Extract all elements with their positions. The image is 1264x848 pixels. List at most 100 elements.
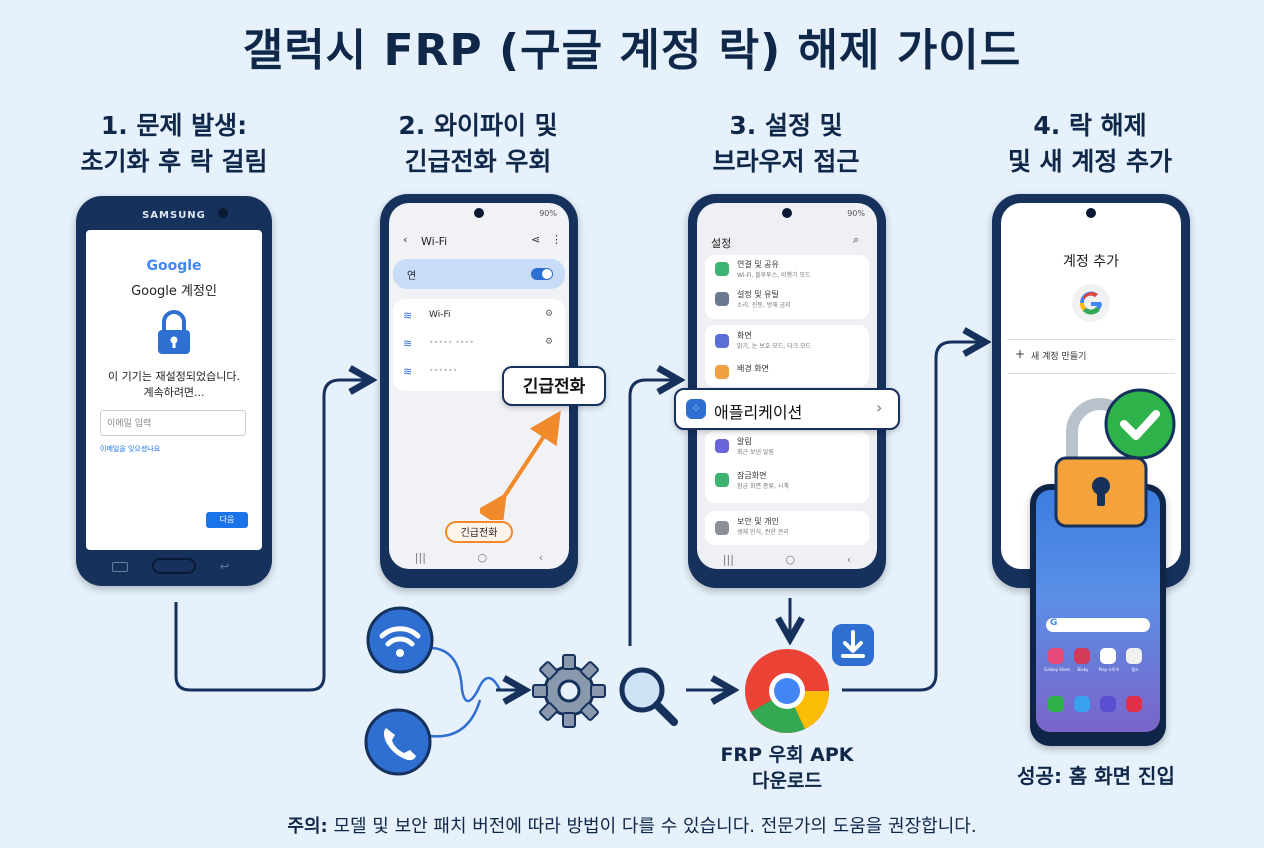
network-2[interactable]: ••••• ••••: [429, 338, 475, 347]
settings-row-label[interactable]: 보안 및 개인: [737, 517, 779, 526]
phone-3-screen: 90% 설정 ⌕ 연결 및 공유 Wi-Fi, 블루투스, 비행기 모드 설정 …: [697, 203, 877, 569]
create-account-item[interactable]: 새 계정 만들기: [1031, 352, 1087, 362]
network-1-settings-icon[interactable]: ⚙: [545, 309, 554, 319]
wave-phone: [429, 699, 482, 738]
internet-app-icon[interactable]: [1100, 696, 1116, 712]
caution-prefix: 주의:: [287, 816, 328, 837]
more-icon[interactable]: ⋮: [551, 233, 562, 246]
network-1[interactable]: Wi-Fi: [429, 310, 451, 320]
settings-group-3: 알림 최근 보낸 알림 잠금화면 잠금 화면 종류, 시계: [705, 431, 869, 503]
settings-row-sub: 잠금 화면 종류, 시계: [737, 483, 789, 490]
back-chevron-icon[interactable]: ‹: [403, 233, 408, 246]
settings-row-label[interactable]: 연결 및 공유: [737, 260, 779, 269]
security-icon: [715, 521, 729, 535]
samsung-brand: SAMSUNG: [142, 210, 206, 221]
settings-row-label[interactable]: 알림: [737, 437, 752, 446]
wifi-signal-icon: ≋: [403, 337, 413, 350]
back-icon[interactable]: ‹: [846, 552, 852, 566]
search-bar[interactable]: G: [1046, 618, 1150, 632]
next-button[interactable]: 다음: [206, 512, 248, 528]
settings-row-sub: 소리, 진동, 방해 금지: [737, 302, 791, 309]
app-label: 앱스: [1131, 667, 1139, 672]
recent-apps-icon[interactable]: |||: [722, 552, 734, 566]
app-label: Play 스토어: [1098, 667, 1120, 672]
network-2-settings-icon[interactable]: ⚙: [545, 337, 554, 347]
home-icon[interactable]: ○: [785, 552, 796, 566]
connector-3-4: [842, 342, 982, 692]
galaxy-store-icon[interactable]: [1048, 648, 1064, 664]
settings-row-label[interactable]: 설정 및 유틸: [737, 290, 779, 299]
camera-icon: [1086, 208, 1096, 218]
wifi-toggle-row[interactable]: 연: [393, 259, 565, 289]
phone-1-screen: Google Google 계정인 이 기기는 재설정되었습니다. 계속하려면.…: [86, 230, 262, 550]
status-battery: 90%: [847, 209, 865, 218]
reset-message: 이 기기는 재설정되었습니다. 계속하려면...: [86, 368, 262, 400]
bixby-icon[interactable]: [1074, 648, 1090, 664]
signin-heading: Google 계정인: [131, 284, 217, 299]
nav-bar: ||| ○ ‹: [389, 545, 569, 569]
apk-download-line1: FRP 우회 APK: [720, 744, 854, 766]
home-screen: G Galaxy Store Bixby Play 스토어 앱스: [1036, 490, 1160, 732]
phone-app-icon[interactable]: [1048, 696, 1064, 712]
settings-group-2: 화면 밝기, 눈 보호 모드, 다크 모드 배경 화면: [705, 325, 869, 387]
search-icon[interactable]: ⌕: [853, 233, 860, 246]
app-label: Galaxy Store: [1044, 667, 1070, 672]
wave-wifi: [431, 646, 502, 703]
wifi-icon: [366, 606, 434, 674]
app-label: Bixby: [1077, 667, 1089, 672]
apps-folder-icon[interactable]: [1126, 648, 1142, 664]
home-button[interactable]: [152, 558, 196, 574]
wifi-toggle-switch[interactable]: [531, 268, 553, 280]
settings-row-sub: 생체 인식, 권한 관리: [737, 529, 789, 536]
settings-row-label[interactable]: 배경 화면: [737, 364, 769, 373]
camera-app-icon[interactable]: [1126, 696, 1142, 712]
step-3-title-line2: 브라우저 접근: [712, 147, 860, 176]
step-2-title: 2. 와이파이 및 긴급전화 우회: [338, 108, 618, 180]
google-g-icon: [1072, 284, 1110, 322]
sound-icon: [715, 292, 729, 306]
email-field[interactable]: 이메일 입력: [100, 410, 246, 436]
step-2-title-line1: 2. 와이파이 및: [398, 111, 558, 140]
lock-icon: [158, 310, 190, 354]
wifi-toggle-label: 연: [407, 271, 417, 282]
home-icon[interactable]: ○: [477, 550, 488, 564]
google-search-icon: G: [1050, 618, 1058, 628]
recent-apps-key[interactable]: [112, 562, 128, 572]
play-store-icon[interactable]: [1100, 648, 1116, 664]
add-account-header: 계정 추가: [1063, 254, 1119, 270]
emergency-call-button[interactable]: 긴급전화: [445, 521, 513, 543]
wifi-network-list: ≋ Wi-Fi ⚙ ≋ ••••• •••• ⚙ ≋ ••••••: [393, 299, 565, 391]
applications-label: 애플리케이션: [714, 403, 803, 422]
recent-apps-icon[interactable]: |||: [414, 550, 426, 564]
connector-2-3: [628, 380, 676, 646]
camera-icon: [218, 208, 228, 218]
settings-header: 설정: [711, 237, 732, 250]
settings-row-label[interactable]: 잠금화면: [737, 471, 767, 480]
lockscreen-icon: [715, 473, 729, 487]
applications-highlight[interactable]: ⁘ 애플리케이션 ›: [674, 388, 900, 430]
back-key-icon[interactable]: ↩: [220, 560, 230, 573]
apk-download-line2: 다운로드: [752, 770, 822, 792]
messages-app-icon[interactable]: [1074, 696, 1090, 712]
camera-icon: [474, 208, 484, 218]
settings-row-label[interactable]: 화면: [737, 331, 752, 340]
back-icon[interactable]: ‹: [538, 550, 544, 564]
step-1-title-line1: 1. 문제 발생:: [100, 111, 248, 140]
step-4-title-line1: 4. 락 해제: [1033, 111, 1147, 140]
wifi-header: Wi-Fi: [421, 235, 448, 248]
unlocked-padlock-icon: [1054, 388, 1176, 528]
google-logo: Google: [146, 258, 202, 274]
share-icon[interactable]: ⋖: [531, 233, 541, 246]
settings-row-sub: Wi-Fi, 블루투스, 비행기 모드: [737, 272, 811, 279]
connections-icon: [715, 262, 729, 276]
network-3[interactable]: ••••••: [429, 366, 458, 375]
settings-group-1: 연결 및 공유 Wi-Fi, 블루투스, 비행기 모드 설정 및 유틸 소리, …: [705, 255, 869, 319]
phone-1: SAMSUNG Google Google 계정인 이 기기는 재설정되었습니다…: [76, 196, 272, 586]
step-4-title: 4. 락 해제 및 새 계정 추가: [950, 108, 1230, 180]
forgot-email-link[interactable]: 이메일을 잊으셨나요: [100, 445, 161, 453]
notifications-icon: [715, 439, 729, 453]
step-4-title-line2: 및 새 계정 추가: [1007, 147, 1173, 176]
step-3-title: 3. 설정 및 브라우저 접근: [646, 108, 926, 180]
plus-icon: +: [1015, 347, 1026, 361]
